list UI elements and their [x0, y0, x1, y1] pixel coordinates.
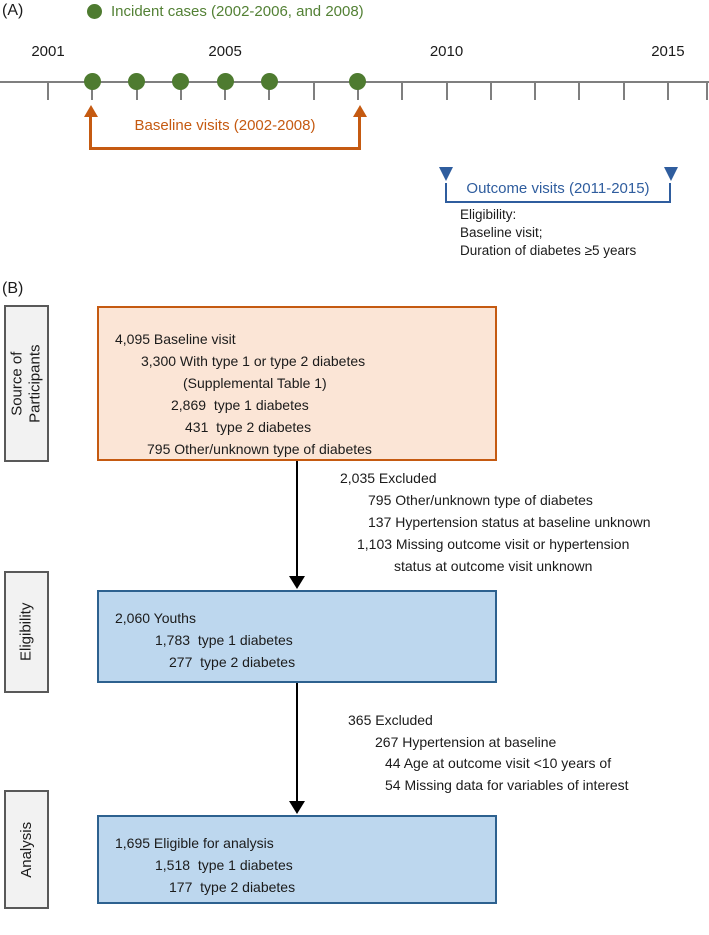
incident-case-dot-icon — [216, 73, 234, 90]
incident-case-dot-icon — [260, 73, 278, 90]
flow-arrow-head-icon — [289, 576, 305, 589]
incident-case-dot-icon — [128, 73, 146, 90]
flow-box-line: 1,695 Eligible for analysis — [115, 835, 274, 851]
timeline-tick — [224, 82, 227, 100]
stage-label-line: Analysis — [17, 821, 35, 878]
stage-label-eligibility: Eligibility — [4, 571, 49, 693]
excluded-line: 54 Missing data for variables of interes… — [385, 776, 629, 793]
analysis-box: 1,695 Eligible for analysis 1,518 type 1… — [97, 815, 497, 904]
timeline-tick — [268, 82, 271, 100]
flow-box-line: 277 type 2 diabetes — [169, 654, 296, 670]
incident-case-dot-icon — [87, 4, 102, 19]
flow-box-line: 431 type 2 diabetes — [185, 419, 312, 435]
incident-case-dot-icon — [83, 73, 101, 90]
excluded-line: 365 Excluded — [348, 712, 433, 728]
excluded-line: 44 Age at outcome visit <10 years of — [385, 755, 612, 771]
timeline-tick — [534, 82, 537, 100]
stage-label-analysis: Analysis — [4, 790, 49, 909]
excluded-line: 267 Hypertension at baseline — [375, 733, 557, 750]
baseline-arrow-up-icon — [352, 105, 367, 117]
excluded-note-1: 2,035 Excluded 795 Other/unknown type of… — [340, 467, 651, 577]
flow-box-line: 795 Other/unknown type of diabetes — [147, 441, 372, 457]
flow-arrow-line — [295, 683, 299, 802]
timeline-tick — [706, 82, 708, 100]
flow-box-line: 4,095 Baseline visit — [115, 331, 236, 347]
excluded-line: 1,103 Missing outcome visit or hypertens… — [357, 536, 630, 552]
panel-a-label: (A) — [2, 2, 24, 19]
flow-box-line: (Supplemental Table 1) — [183, 375, 327, 391]
flow-box-line: 3,300 With type 1 or type 2 diabetes — [141, 353, 366, 369]
timeline-tick — [666, 82, 669, 100]
timeline-tick — [445, 82, 448, 100]
outcome-arrow-down-icon — [663, 167, 678, 181]
incident-case-dot-icon — [172, 73, 190, 90]
panel-b-label: (B) — [2, 280, 24, 297]
eligibility-note-line: Eligibility: — [460, 207, 517, 222]
timeline-year-label: 2015 — [651, 43, 685, 60]
timeline-year-label: 2005 — [208, 43, 242, 60]
baseline-arrow-up-icon — [83, 105, 98, 117]
timeline-tick — [622, 82, 625, 100]
timeline-tick — [489, 82, 492, 100]
stage-label-line: Source of — [8, 351, 26, 416]
incident-cases-legend-label: Incident cases (2002-2006, and 2008) — [111, 3, 364, 20]
baseline-visits-bracket: Baseline visits (2002-2008) — [83, 105, 367, 150]
timeline-tick — [356, 82, 359, 100]
flow-box-line: 1,518 type 1 diabetes — [155, 857, 293, 873]
timeline-year-label: 2001 — [31, 43, 65, 60]
excluded-note-2: 365 Excluded 267 Hypertension at baselin… — [348, 710, 629, 796]
flow-box-line: 1,783 type 1 diabetes — [155, 632, 293, 648]
timeline-year-label: 2010 — [429, 43, 464, 60]
timeline-tick — [91, 82, 94, 100]
eligibility-note-line: Baseline visit; — [460, 225, 543, 240]
baseline-visits-label: Baseline visits (2002-2008) — [134, 117, 316, 134]
stage-label-source-of-participants: Source of Participants — [4, 305, 49, 462]
flow-box-line: 2,869 type 1 diabetes — [171, 397, 309, 413]
excluded-line: status at outcome visit unknown — [394, 558, 593, 574]
incident-case-dot-icon — [349, 73, 367, 90]
timeline-tick — [179, 82, 182, 100]
stage-label-line: Eligibility — [17, 602, 35, 662]
flow-box-line: 2,060 Youths — [115, 610, 196, 626]
eligibility-note-line: Duration of diabetes ≥5 years — [460, 243, 637, 258]
timeline-tick — [135, 82, 138, 100]
incident-cases-legend: Incident cases (2002-2006, and 2008) — [87, 3, 364, 20]
baseline-visit-box: 4,095 Baseline visit 3,300 With type 1 o… — [97, 306, 497, 461]
excluded-line: 137 Hypertension status at baseline unkn… — [368, 514, 651, 530]
timeline-tick — [47, 82, 49, 100]
flow-arrow-line — [295, 461, 299, 578]
flow-arrow-head-icon — [289, 801, 305, 814]
excluded-line: 2,035 Excluded — [340, 470, 437, 486]
eligibility-note: Eligibility: Baseline visit; Duration of… — [460, 206, 636, 260]
excluded-line: 795 Other/unknown type of diabetes — [368, 492, 593, 508]
eligibility-box: 2,060 Youths 1,783 type 1 diabetes 277 t… — [97, 590, 497, 683]
outcome-arrow-down-icon — [438, 167, 453, 181]
timeline-tick — [578, 82, 581, 100]
outcome-visits-label: Outcome visits (2011-2015) — [466, 180, 650, 197]
outcome-visits-bracket: Outcome visits (2011-2015) — [438, 167, 678, 203]
flow-box-line: 177 type 2 diabetes — [169, 879, 296, 895]
timeline-tick — [312, 82, 315, 100]
timeline-tick — [401, 82, 404, 100]
stage-label-line: Participants — [26, 344, 44, 423]
